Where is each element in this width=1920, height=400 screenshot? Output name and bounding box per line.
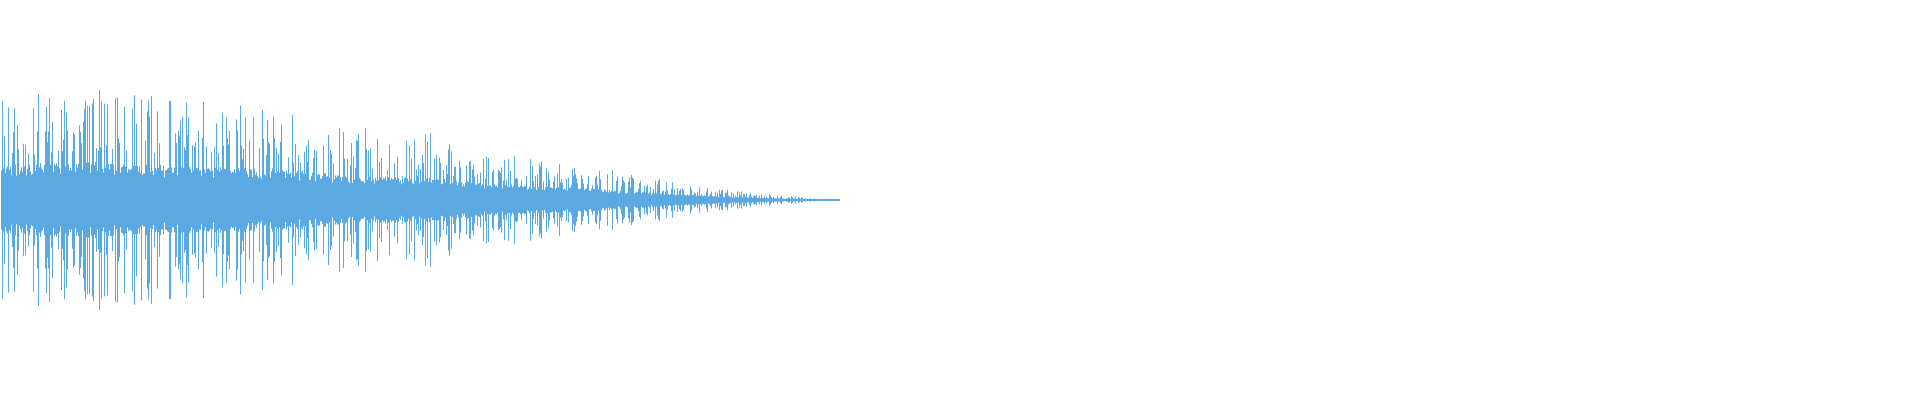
waveform-core: [1, 163, 840, 237]
waveform-bars: [1, 90, 840, 310]
